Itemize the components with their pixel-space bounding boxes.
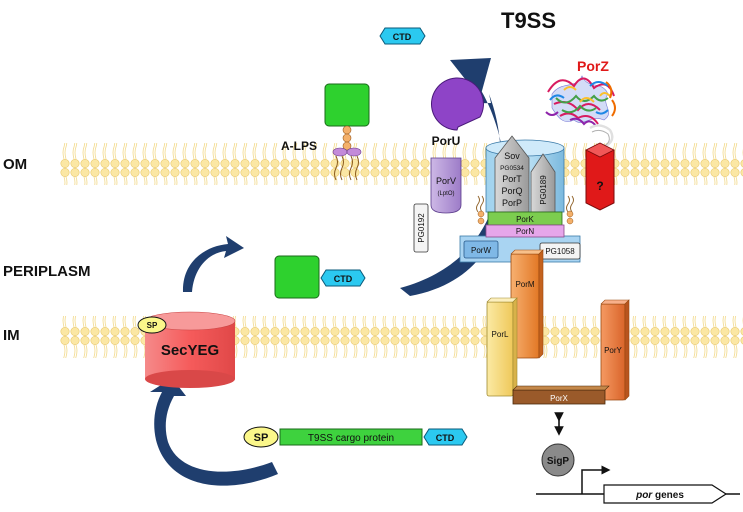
ctd-periplasm-label: CTD <box>334 274 353 284</box>
cargo-sp-label: SP <box>254 432 269 444</box>
pg0192: PG0192 <box>413 203 429 253</box>
pg1058-label: PG1058 <box>545 247 575 256</box>
promoter-arrow <box>581 465 611 494</box>
sov-label: Sov <box>504 151 520 161</box>
unknown-omp-label: ? <box>596 179 603 193</box>
pory: PorY <box>600 299 630 401</box>
a-lps-label: A-LPS <box>281 139 317 153</box>
porm-label: PorM <box>515 280 534 289</box>
im-label: IM <box>3 327 20 344</box>
periplasm-label: PERIPLASM <box>3 263 91 280</box>
poru-label: PorU <box>432 134 461 148</box>
porn-label: PorN <box>516 227 534 236</box>
a-lps: A-LPS <box>281 83 370 181</box>
export-arrow-head <box>450 58 491 98</box>
por-genes-label: por genes <box>635 490 684 501</box>
pory-label: PorY <box>604 346 622 355</box>
cargo-label: T9SS cargo protein <box>308 433 394 444</box>
porp-label: PorP <box>502 198 522 208</box>
sigp: SigP <box>541 443 575 477</box>
porz: PorZ <box>545 58 616 148</box>
porw-label: PorW <box>471 246 491 255</box>
cargo-sp <box>243 426 279 448</box>
porz-label: PorZ <box>577 58 609 74</box>
porv: PorV (LptO) <box>430 157 462 214</box>
porx-label: PorX <box>550 394 568 403</box>
porx: PorX <box>512 385 610 405</box>
por-genes: por genes <box>536 465 740 504</box>
cargo-protein: SP T9SS cargo protein CTD <box>243 426 468 448</box>
ctd-top: CTD <box>379 27 426 45</box>
cargo-ctd-label: CTD <box>436 433 455 443</box>
pork-label: PorK <box>516 215 534 224</box>
om-label: OM <box>3 156 27 173</box>
diagram-title: T9SS <box>501 8 556 33</box>
porn <box>485 224 565 238</box>
secyeg-label: SecYEG <box>161 342 219 359</box>
porl: PorL <box>486 297 518 397</box>
porv-label: PorV <box>436 176 456 186</box>
pg0534-label: PG0534 <box>500 165 524 172</box>
periplasm-arrow <box>182 236 244 292</box>
sigp-label: SigP <box>547 456 570 467</box>
pg0192-label: PG0192 <box>417 213 426 243</box>
porw <box>463 240 499 259</box>
a-lps-cargo <box>324 83 370 127</box>
porm: PorM <box>510 249 544 359</box>
cargo-to-secyeg-arrow <box>150 378 278 486</box>
t9ss-barrel: Sov PG0534 PorT PorQ PorP PG0189 <box>476 135 574 225</box>
port-label: PorT <box>502 174 522 184</box>
outer-membrane <box>60 143 743 185</box>
poru: PorU <box>431 77 484 148</box>
unknown-omp: ? <box>585 142 615 211</box>
periplasm-cargo: CTD <box>274 255 366 299</box>
porv-sub-label: (LptO) <box>437 191 454 197</box>
secyeg: SecYEG SP <box>137 311 236 388</box>
porq-label: PorQ <box>501 186 522 196</box>
secyeg-sp <box>137 316 167 334</box>
t9ss-base: PorK PorN PorW PG1058 <box>459 211 581 263</box>
secyeg-sp-label: SP <box>147 321 158 330</box>
porl-label: PorL <box>492 330 509 339</box>
ctd-top-label: CTD <box>393 32 412 42</box>
pg0189-label: PG0189 <box>539 175 548 205</box>
